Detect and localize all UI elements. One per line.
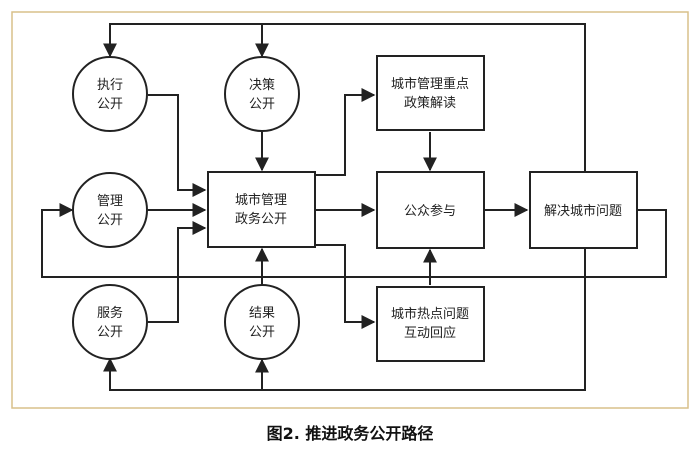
edge-feedback-bottom [103,248,586,391]
node-gongzhong-label: 公众参与 [404,203,456,219]
node-zhongdian-zhengce-jiedu: 城市管理重点 政策解读 [376,55,485,131]
node-juece-line1: 决策 [249,77,275,93]
edges [41,23,667,391]
node-guanli-line1: 管理 [97,194,123,209]
edge-fuwu-to-chengshi [148,221,207,323]
node-chengshi-line2: 政务公开 [235,211,287,227]
node-gongzhong-canyu: 公众参与 [376,171,485,249]
edge-feedback-top [103,23,586,172]
node-fuwu-line1: 服务 [97,305,123,321]
node-jiejue-label: 解决城市问题 [544,203,622,219]
node-juece-gongkai: 决策 公开 [224,56,300,132]
edge-feedback-middle [41,203,667,278]
node-jieguo-line1: 结果 [249,306,275,321]
edge-zhixing-to-chengshi [148,94,207,197]
node-jiejue-chengshi-wenti: 解决城市问题 [529,171,638,249]
node-zhongdian-line2: 政策解读 [404,95,456,111]
node-jieguo-line2: 公开 [249,325,275,340]
node-redian-line2: 互动回应 [404,325,456,341]
node-fuwu-line2: 公开 [97,325,123,340]
diagram-frame [11,11,689,409]
edge-chengshi-to-redian [315,244,376,329]
figure-caption: 图2. 推进政务公开路径 [267,424,434,443]
node-chengshi-guanli-zhengwu-gongkai: 城市管理 政务公开 [207,171,316,248]
node-chengshi-line1: 城市管理 [235,192,287,208]
node-guanli-line2: 公开 [97,213,123,228]
node-redian-line1: 城市热点问题 [391,306,469,322]
node-redian-hudong-huiying: 城市热点问题 互动回应 [376,286,485,362]
node-jieguo-gongkai: 结果 公开 [224,284,300,360]
node-zhixing-line1: 执行 [97,78,123,93]
edge-chengshi-to-zhongdian [315,88,376,176]
node-zhixing-line2: 公开 [97,97,123,112]
node-zhongdian-line1: 城市管理重点 [391,76,469,92]
node-guanli-gongkai: 管理 公开 [72,172,148,248]
node-juece-line2: 公开 [249,97,275,112]
node-fuwu-gongkai: 服务 公开 [72,284,148,360]
node-zhixing-gongkai: 执行 公开 [72,56,148,132]
